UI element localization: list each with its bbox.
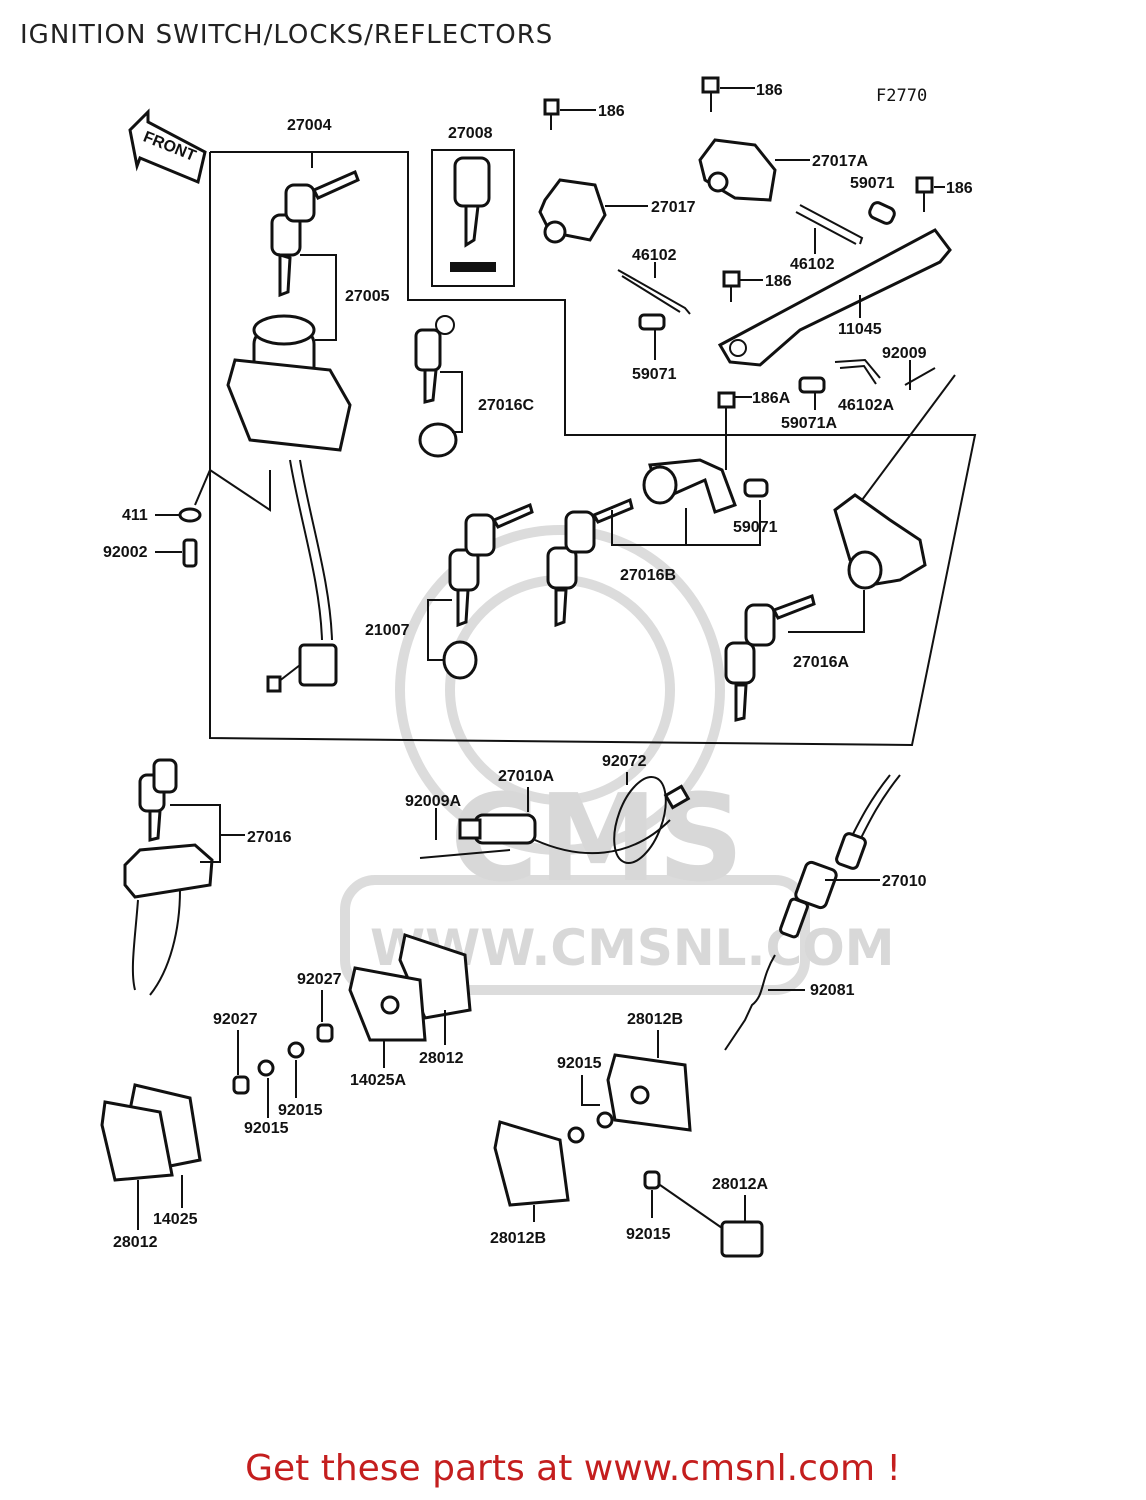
label-46102-a: 46102	[632, 247, 677, 264]
label-28012B-b: 28012B	[490, 1230, 546, 1247]
label-27016A: 27016A	[793, 654, 849, 671]
label-11045: 11045	[838, 321, 882, 338]
switch-27010-icon	[779, 774, 901, 939]
label-27017A: 27017A	[812, 153, 868, 170]
label-27005: 27005	[345, 288, 390, 305]
kit-boundary	[209, 151, 977, 747]
label-92081: 92081	[810, 982, 855, 999]
label-186-a: 186	[598, 103, 625, 120]
label-46102A: 46102A	[838, 397, 894, 414]
ignition-switch-icon	[226, 314, 352, 693]
label-59071-b: 59071	[632, 366, 677, 383]
promo-link[interactable]: Get these parts at www.cmsnl.com !	[245, 1448, 901, 1489]
tag-box	[431, 149, 515, 287]
page-title: IGNITION SWITCH/LOCKS/REFLECTORS	[20, 20, 554, 50]
pin-59071-icons	[638, 201, 896, 498]
label-186-c: 186	[946, 180, 973, 197]
label-21007: 21007	[365, 622, 410, 639]
keys-27016B-icon	[546, 497, 634, 628]
label-92072: 92072	[602, 753, 647, 770]
ref-code: F2770	[876, 86, 927, 106]
label-92027-a: 92027	[297, 971, 342, 988]
label-27016C: 27016C	[478, 397, 534, 414]
label-27008: 27008	[448, 125, 493, 142]
key-tag-icon	[450, 156, 496, 272]
washer-411-icon	[178, 507, 202, 523]
reflector-28012B-upper-icon	[567, 1053, 692, 1144]
screw-92009A-icon	[419, 849, 511, 859]
label-59071-c: 59071	[733, 519, 778, 536]
label-92027-b: 92027	[213, 1011, 258, 1028]
switch-27010A-icon	[458, 776, 691, 864]
label-46102-b: 46102	[790, 256, 835, 273]
label-28012-b: 28012	[113, 1234, 158, 1251]
bracket-11045-icon	[717, 228, 952, 367]
reflector-28012B-lower-icon	[493, 1120, 570, 1207]
label-28012A: 28012A	[712, 1176, 768, 1193]
label-92009: 92009	[882, 345, 927, 362]
front-arrow: FRONT	[128, 108, 207, 185]
label-27010: 27010	[882, 873, 927, 890]
label-27016B: 27016B	[620, 567, 676, 584]
label-92015-a: 92015	[278, 1102, 323, 1119]
label-186-b: 186	[756, 82, 783, 99]
parts-diagram: CMS WWW.CMSNL.COM FRONT F2770	[100, 76, 977, 1258]
seat-lock-27017-icon	[538, 178, 607, 244]
seat-lock-27017A-icon	[698, 138, 777, 202]
helmet-lock-icon	[414, 315, 463, 458]
reflector-14025-icon	[100, 1041, 305, 1182]
keys-21007-icon	[442, 502, 534, 680]
reflector-28012A-icon	[643, 1170, 764, 1258]
label-27010A: 27010A	[498, 768, 554, 785]
reflector-14025A-icon	[316, 933, 472, 1043]
bolt-icons	[543, 76, 934, 422]
rod-46102b-icon	[799, 204, 864, 245]
label-28012B-a: 28012B	[627, 1011, 683, 1028]
lock-27016-icon	[123, 758, 214, 996]
label-92015-b: 92015	[244, 1120, 289, 1137]
screw-92002-icon	[182, 538, 198, 568]
label-92009A: 92009A	[405, 793, 461, 810]
lock-27016A-icon	[833, 493, 927, 590]
label-92015-c: 92015	[557, 1055, 602, 1072]
label-186-d: 186	[765, 273, 792, 290]
label-14025A: 14025A	[350, 1072, 406, 1089]
part-labels: 27004 27008 27005 27016C 411 92002 186 1…	[103, 82, 973, 1251]
label-27017: 27017	[651, 199, 696, 216]
label-59071A: 59071A	[781, 415, 837, 432]
label-27004: 27004	[287, 117, 332, 134]
rod-46102A-icon	[834, 358, 881, 379]
rod-46102-icon	[617, 269, 691, 315]
label-186A: 186A	[752, 390, 791, 407]
spring-92081-icon	[724, 954, 776, 1051]
label-92015-d: 92015	[626, 1226, 671, 1243]
label-27016: 27016	[247, 829, 292, 846]
label-92002: 92002	[103, 544, 148, 561]
lock-27016B-icon	[642, 458, 737, 514]
label-411: 411	[122, 507, 148, 524]
ignition-keys-icon	[270, 169, 360, 298]
label-28012-a: 28012	[419, 1050, 464, 1067]
label-14025: 14025	[153, 1211, 198, 1228]
keys-27016A-icon	[724, 594, 816, 722]
label-59071-a: 59071	[850, 175, 895, 192]
